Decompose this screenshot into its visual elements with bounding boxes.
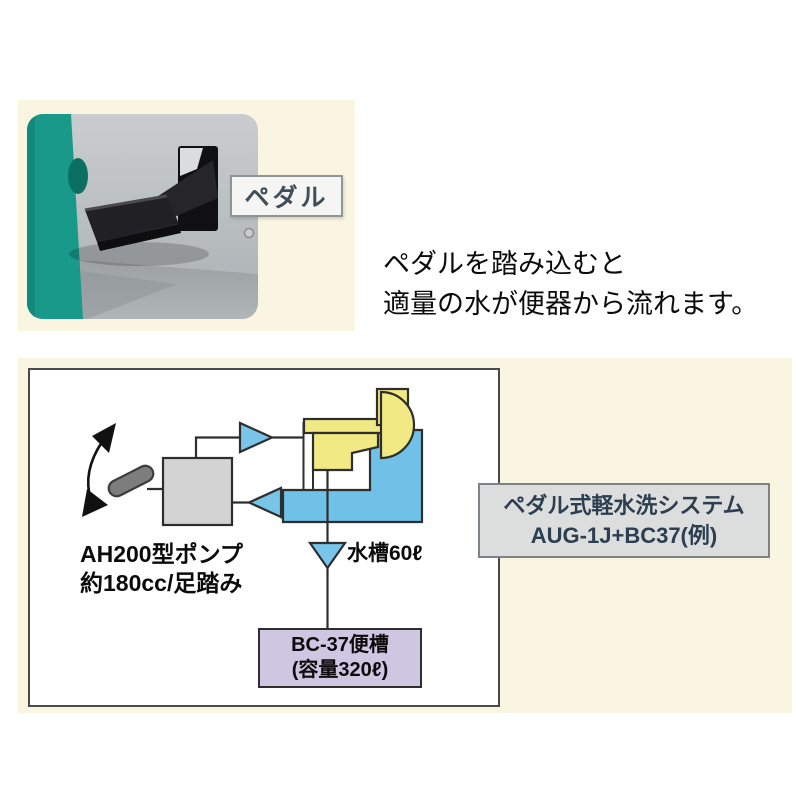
pedal-plate-highlight <box>84 194 168 212</box>
system-name-line2: AUG-1J+BC37(例) <box>530 522 718 548</box>
pump-label: AH200型ポンプ 約180cc/足踏み <box>80 540 243 598</box>
pump-box <box>161 456 234 527</box>
supply-pipe <box>194 436 240 458</box>
teal-wall <box>27 114 83 319</box>
pedal-callout-label: ペダル <box>230 175 343 217</box>
flow-arrow-down-icon <box>307 541 348 570</box>
pedal-motion-arrow-icon <box>82 423 116 517</box>
cesspit-line1: BC-37便槽 <box>291 634 389 656</box>
caption: ペダルを踏み込むと 適量の水が便器から流れます。 <box>383 244 795 324</box>
cesspit-line2: (容量320ℓ) <box>291 659 389 681</box>
screw <box>243 227 255 239</box>
system-name-line1: ペダル式軽水洗システム <box>503 492 745 518</box>
system-diagram <box>82 387 424 630</box>
opening-highlight <box>180 148 203 176</box>
toilet-lid-disc <box>379 390 416 460</box>
wall-hole <box>68 158 88 194</box>
system-name-box: ペダル式軽水洗システム AUG-1J+BC37(例) <box>478 483 770 558</box>
flow-arrow-right-icon <box>238 421 275 454</box>
teal-wall-edge <box>27 114 35 319</box>
toilet-bowl <box>311 431 380 472</box>
pump-label-line2: 約180cc/足踏み <box>80 570 243 596</box>
pedal-lever <box>107 464 155 498</box>
pedal-photo <box>27 114 258 319</box>
caption-line2: 適量の水が便器から流れます。 <box>383 289 759 319</box>
pedal-shadow <box>69 242 209 266</box>
pedal-callout-text: ペダル <box>244 184 329 212</box>
cesspit-box: BC-37便槽 (容量320ℓ) <box>258 628 422 688</box>
water-tank-label: 水槽60ℓ <box>347 542 423 565</box>
pedal-photo-art <box>27 114 258 319</box>
pump-label-line1: AH200型ポンプ <box>80 541 243 567</box>
caption-line1: ペダルを踏み込むと <box>383 249 626 279</box>
pedal-plate-front <box>97 224 181 251</box>
flow-arrow-left-icon <box>246 486 283 519</box>
